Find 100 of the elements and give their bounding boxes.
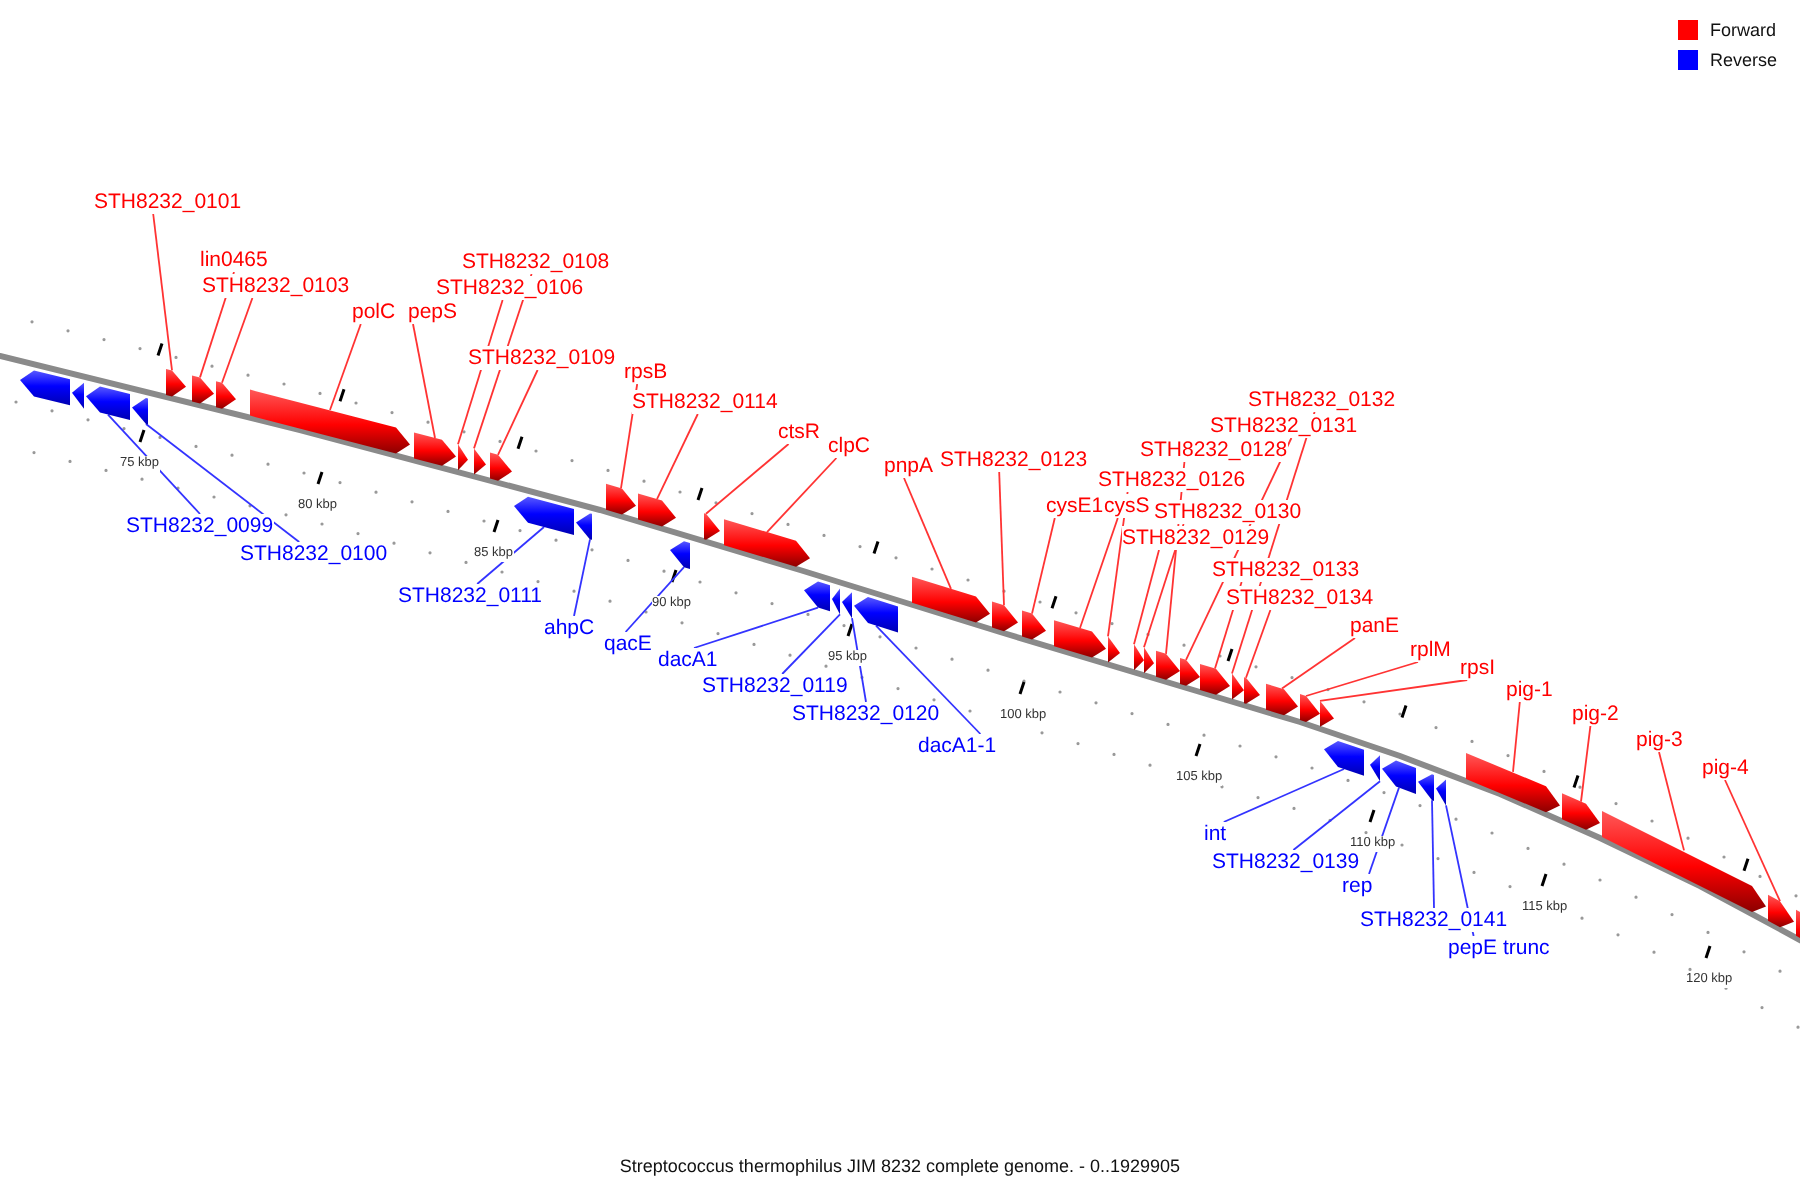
leader-line <box>903 477 952 590</box>
leader-line <box>998 471 1005 607</box>
gene-segment <box>704 513 720 540</box>
leader-line <box>705 443 790 515</box>
gene-segment <box>1180 658 1200 686</box>
gene-segment <box>1108 636 1120 663</box>
leader-line <box>497 369 539 456</box>
gene-label: dacA1-1 <box>918 734 997 758</box>
gene-label: STH8232_0114 <box>632 390 778 414</box>
leader-line <box>781 613 841 675</box>
leader-line <box>152 213 173 372</box>
leader-line <box>1133 549 1160 646</box>
leader-line <box>1245 609 1272 679</box>
leader-line <box>1031 517 1056 615</box>
leader-line <box>1281 637 1356 690</box>
leader-line <box>1079 517 1119 629</box>
gene-segment <box>250 389 410 454</box>
gene-label: STH8232_0141 <box>1360 908 1508 932</box>
leader-line <box>476 526 545 585</box>
gene-segment <box>192 375 214 404</box>
leader-line <box>1222 768 1345 823</box>
gene-label: STH8232_0119 <box>702 674 848 698</box>
caption: Streptococcus thermophilus JIM 8232 complete genome. - 0..1929905 <box>617 1156 1183 1178</box>
gene-label: STH8232_0131 <box>1210 414 1358 438</box>
gene-segment <box>832 588 840 615</box>
gene-label: STH8232_0123 <box>940 448 1088 472</box>
gene-segment <box>1320 700 1334 727</box>
gene-segment <box>216 381 236 409</box>
gene-label: STH8232_0106 <box>436 276 584 300</box>
gene-segment <box>1134 644 1144 671</box>
leader-line <box>851 617 867 703</box>
gene-segment <box>166 369 186 397</box>
gene-segment <box>1232 673 1244 700</box>
gene-segment <box>458 444 468 471</box>
leader-line <box>1319 679 1469 702</box>
gene-label: ctsR <box>778 420 820 444</box>
gene-segment <box>842 592 852 619</box>
gene-label: STH8232_0139 <box>1212 850 1360 874</box>
gene-segment <box>1602 811 1766 912</box>
gene-segment <box>72 382 84 409</box>
leader-line <box>145 423 301 543</box>
gene-segment <box>1370 755 1380 782</box>
leader-line <box>1580 725 1592 803</box>
gene-label: STH8232_0101 <box>94 190 242 214</box>
gene-segment <box>638 493 676 527</box>
gene-label: clpC <box>828 434 871 458</box>
gene-segment <box>1562 793 1600 830</box>
gene-label: STH8232_0100 <box>240 542 388 566</box>
leader-line <box>1431 799 1435 909</box>
leader-line <box>573 538 591 617</box>
gene-label: STH8232_0109 <box>468 346 616 370</box>
leader-line <box>656 413 699 501</box>
gene-label: ahpC <box>544 616 595 640</box>
gene-label: STH8232_0133 <box>1212 558 1360 582</box>
legend-label: Forward <box>1710 19 1777 41</box>
leader-line <box>221 297 254 384</box>
gene-segment <box>474 448 486 475</box>
gene-label: cysS <box>1104 494 1150 518</box>
leader-line <box>766 457 838 534</box>
leader-line <box>1658 751 1685 852</box>
gene-label: STH8232_0126 <box>1098 468 1246 492</box>
gene-label: cysE1 <box>1046 494 1104 518</box>
gene-label: lin0465 <box>200 248 268 272</box>
gene-label: qacE <box>604 632 652 656</box>
gene-label: STH8232_0099 <box>126 514 274 538</box>
gene-segment <box>1324 741 1364 776</box>
gene-segment <box>724 519 810 567</box>
gene-label: pig-1 <box>1506 678 1553 702</box>
leader-line <box>1292 780 1381 851</box>
leader-line <box>1724 779 1781 903</box>
gene-label: STH8232_0120 <box>792 702 940 726</box>
gene-label: pnpA <box>884 454 934 478</box>
gene-segment <box>132 398 148 425</box>
gene-segment <box>576 513 592 540</box>
leader-line <box>1107 491 1129 638</box>
gene-label: int <box>1204 822 1227 846</box>
legend-label: Reverse <box>1710 49 1778 71</box>
gene-label: STH8232_0134 <box>1226 586 1374 610</box>
gene-segment <box>1244 677 1260 704</box>
gene-label: STH8232_0111 <box>398 584 542 608</box>
gene-segment <box>912 576 990 623</box>
gene-segment <box>606 483 636 515</box>
gene-label: rpsI <box>1460 656 1496 680</box>
gene-label: STH8232_0128 <box>1140 438 1288 462</box>
gene-label: STH8232_0129 <box>1122 526 1270 550</box>
gene-label: dacA1 <box>658 648 718 672</box>
gene-label: pepS <box>408 300 458 324</box>
gene-segment <box>1022 610 1046 640</box>
leader-line <box>1512 701 1521 773</box>
gene-segment <box>670 541 690 569</box>
leader-line <box>107 413 201 515</box>
gene-segment <box>1466 753 1560 813</box>
gene-segment <box>992 601 1018 632</box>
gene-segment <box>1266 683 1298 716</box>
gene-segment <box>1418 774 1434 801</box>
gene-label: pig-3 <box>1636 728 1683 752</box>
gene-segment <box>1144 647 1154 674</box>
gene-segment <box>1436 779 1446 806</box>
gene-label: STH8232_0108 <box>462 250 610 274</box>
gene-label: STH8232_0132 <box>1248 388 1396 412</box>
